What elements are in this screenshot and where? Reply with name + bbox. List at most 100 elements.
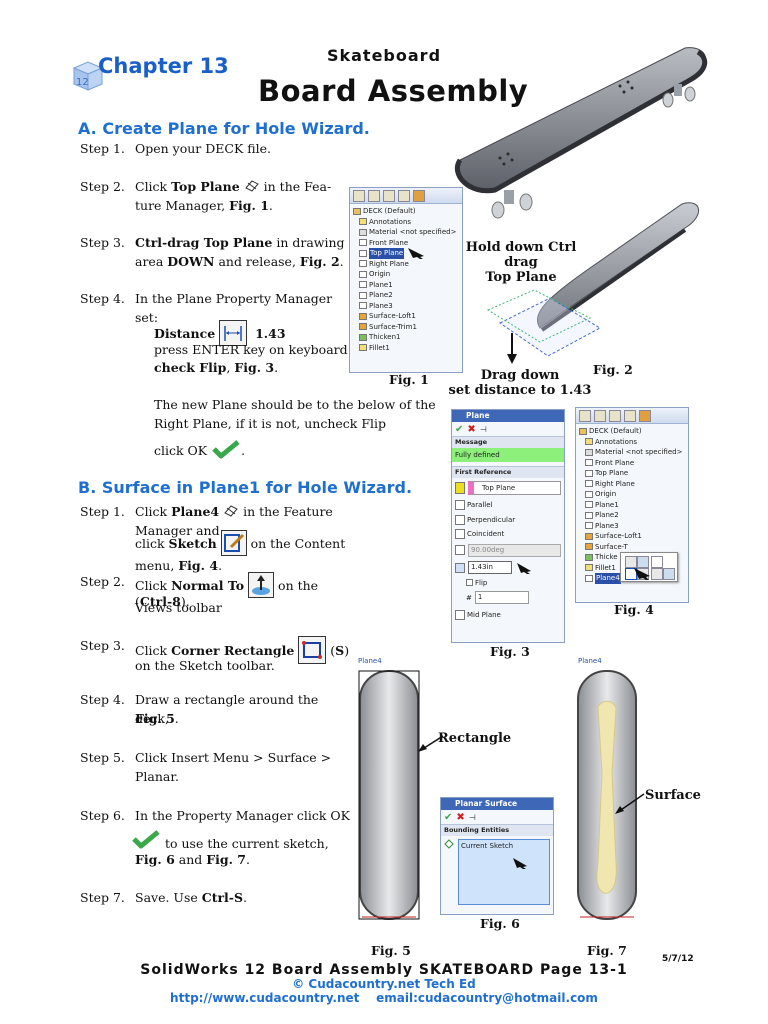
message-header: Message bbox=[452, 436, 564, 448]
website-link[interactable]: http://www.cudacountry.net bbox=[170, 991, 360, 1005]
step-a2: Step 2. Click Top Plane in the Fea- ture… bbox=[80, 179, 332, 213]
distance-field[interactable]: 1.43in bbox=[468, 561, 512, 574]
step-b3: Step 3. Click Corner Rectangle (S) on th… bbox=[80, 636, 350, 673]
sketch-context-icon[interactable] bbox=[625, 568, 637, 580]
tree-item[interactable]: Origin bbox=[353, 269, 460, 280]
tree-item[interactable]: Surface-T bbox=[579, 542, 686, 553]
note-line-1: The new Plane should be to the below of … bbox=[154, 397, 436, 412]
step-b7: Step 7. Save. Use Ctrl-S. bbox=[80, 890, 248, 905]
zoom-context-icon[interactable] bbox=[651, 568, 663, 580]
tree-item[interactable]: Annotations bbox=[579, 437, 686, 448]
fm-toolbar-2 bbox=[576, 408, 688, 424]
rectangle-callout: Rectangle bbox=[438, 731, 512, 746]
tree-item[interactable]: Fillet1 bbox=[579, 563, 686, 574]
ok-check-icon-2 bbox=[132, 830, 160, 849]
tree-item[interactable]: Plane1 bbox=[579, 500, 686, 511]
ok-check-icon bbox=[212, 440, 240, 459]
reference-field[interactable]: Top Plane bbox=[468, 481, 561, 495]
coincident-option[interactable]: Coincident bbox=[452, 527, 564, 542]
normal-to-context-icon[interactable] bbox=[663, 568, 675, 580]
chapter-cube-icon: 12 bbox=[72, 61, 104, 91]
page-subtitle: Skateboard bbox=[326, 46, 442, 65]
tree-item[interactable]: Plane3 bbox=[579, 521, 686, 532]
pm-title: Planar Surface bbox=[441, 798, 553, 810]
fig4-label: Fig. 4 bbox=[614, 602, 654, 617]
tree-item[interactable]: Front Plane bbox=[579, 458, 686, 469]
mid-plane-option[interactable]: Mid Plane bbox=[452, 606, 564, 625]
tree-item-plane4[interactable]: Plane4 bbox=[579, 573, 686, 584]
pushpin-icon[interactable]: ⊣ bbox=[479, 424, 487, 434]
context-icon[interactable] bbox=[637, 556, 649, 568]
fm-toolbar bbox=[350, 188, 462, 204]
tree-root[interactable]: DECK (Default) bbox=[579, 426, 686, 437]
pm-actions: ✔ ✖ ⊣ bbox=[452, 422, 564, 436]
surface-callout: Surface bbox=[645, 788, 701, 803]
chapter-label: Chapter 13 bbox=[98, 54, 229, 78]
context-icon[interactable] bbox=[625, 556, 637, 568]
distance-row: 1.43in bbox=[452, 559, 564, 577]
email-link[interactable]: email:cudacountry@hotmail.com bbox=[376, 991, 598, 1005]
tree-item[interactable]: Plane1 bbox=[353, 280, 460, 291]
tree-item[interactable]: Plane3 bbox=[353, 301, 460, 312]
diamond-icon bbox=[444, 839, 454, 849]
cursor-arrow-icon bbox=[408, 248, 425, 260]
tree-item[interactable]: Annotations bbox=[353, 217, 460, 228]
tree-item[interactable]: Surface-Loft1 bbox=[579, 531, 686, 542]
cursor-arrow-icon bbox=[517, 562, 531, 574]
tree-item[interactable]: Plane2 bbox=[579, 510, 686, 521]
step-b6: Step 6. In the Property Manager click OK… bbox=[80, 808, 350, 867]
tree-item[interactable]: Material <not specified> bbox=[579, 447, 686, 458]
fig2-label: Fig. 2 bbox=[593, 362, 633, 377]
plane-icon bbox=[244, 180, 259, 192]
tree-item[interactable]: Thicke bbox=[579, 552, 686, 563]
tree-item[interactable]: Thicken1 bbox=[353, 332, 460, 343]
fig2-deck-plane bbox=[486, 202, 699, 364]
tree-item[interactable]: Right Plane bbox=[579, 479, 686, 490]
step-a1: Step 1. Open your DECK file. bbox=[80, 141, 271, 156]
callout-arrow bbox=[615, 793, 645, 814]
tree-item[interactable]: Front Plane bbox=[353, 238, 460, 249]
first-reference-header: First Reference bbox=[452, 466, 564, 478]
fig3-plane-property-manager: Plane ✔ ✖ ⊣ Message Fully defined First … bbox=[451, 409, 565, 643]
fig7-plane-tag: Plane4 bbox=[578, 657, 602, 665]
tree-item[interactable]: Material <not specified> bbox=[353, 227, 460, 238]
skateboard-image bbox=[455, 47, 708, 219]
flip-checkbox[interactable]: Flip bbox=[452, 577, 564, 590]
cancel-icon[interactable]: ✖ bbox=[467, 423, 476, 435]
enter-instruction: press ENTER key on keyboard bbox=[154, 342, 348, 357]
page-title: Board Assembly bbox=[258, 74, 529, 108]
cancel-icon[interactable]: ✖ bbox=[456, 811, 465, 823]
bounding-entities-header: Bounding Entities bbox=[441, 824, 553, 836]
fig6-planar-surface-pm: Planar Surface ✔ ✖ ⊣ Bounding Entities C… bbox=[440, 797, 554, 915]
tree-root[interactable]: DECK (Default) bbox=[353, 206, 460, 217]
tree-item[interactable]: Right Plane bbox=[353, 259, 460, 270]
pm-title: Plane bbox=[452, 410, 564, 422]
ok-icon[interactable]: ✔ bbox=[455, 423, 464, 435]
sketch-icon bbox=[220, 530, 247, 556]
tree-item[interactable]: Top Plane bbox=[579, 468, 686, 479]
bounding-entities-list[interactable]: Current Sketch bbox=[458, 839, 550, 905]
parallel-option[interactable]: Parallel bbox=[452, 498, 564, 513]
tree-item-top-plane[interactable]: Top Plane bbox=[353, 248, 460, 260]
tree-item[interactable]: Surface-Trim1 bbox=[353, 322, 460, 333]
context-icon[interactable] bbox=[651, 556, 663, 568]
pushpin-icon[interactable]: ⊣ bbox=[468, 812, 476, 822]
click-ok-line: click OK . bbox=[154, 439, 245, 460]
tree-item[interactable]: Surface-Loft1 bbox=[353, 311, 460, 322]
tree-item[interactable]: Plane2 bbox=[353, 290, 460, 301]
normal-to-icon bbox=[248, 572, 275, 598]
date: 5/7/12 bbox=[662, 954, 694, 964]
tree-item[interactable]: Fillet1 bbox=[353, 343, 460, 354]
fig7-label: Fig. 7 bbox=[587, 943, 627, 958]
corner-rectangle-icon bbox=[298, 636, 327, 664]
angle-field[interactable]: 90.00deg bbox=[468, 543, 561, 557]
count-row: # 1 bbox=[452, 589, 564, 606]
tree-item[interactable]: Origin bbox=[579, 489, 686, 500]
count-field[interactable]: 1 bbox=[474, 591, 529, 604]
step-b5: Step 5. Click Insert Menu > Surface > Pl… bbox=[80, 750, 332, 784]
bounding-entities-row: Current Sketch bbox=[441, 836, 553, 908]
ok-icon[interactable]: ✔ bbox=[444, 811, 453, 823]
perpendicular-option[interactable]: Perpendicular bbox=[452, 513, 564, 528]
svg-text:12: 12 bbox=[76, 77, 89, 88]
